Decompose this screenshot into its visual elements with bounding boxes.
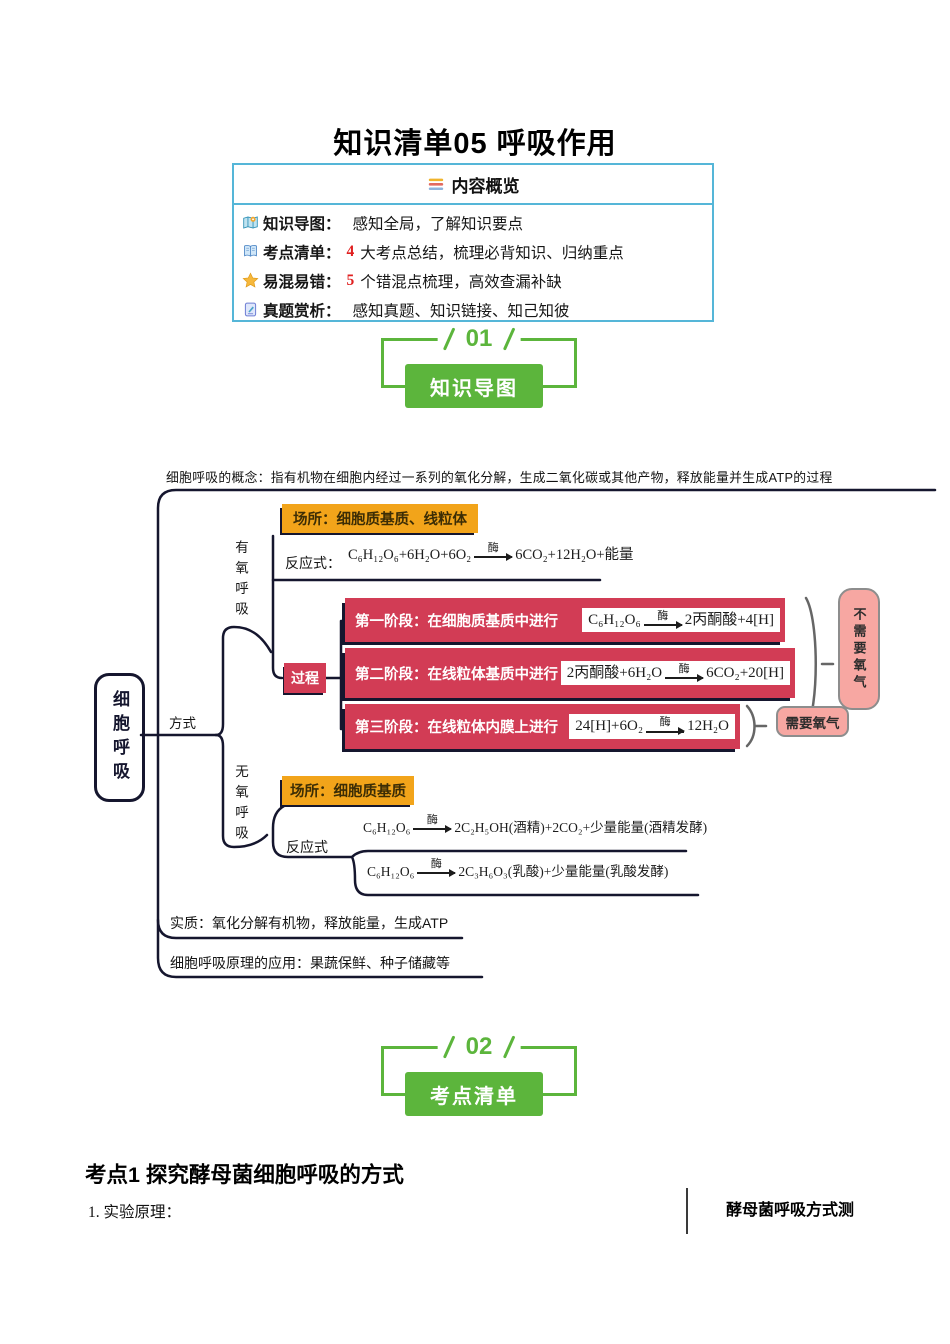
overview-row-label: 易混易错： xyxy=(263,273,341,291)
exam-points-button[interactable]: 考点清单 xyxy=(405,1072,543,1116)
aerobic-equation-label: 反应式： xyxy=(285,555,341,571)
book-icon xyxy=(244,244,257,257)
overview-row-label: 真题赏析： xyxy=(263,302,341,320)
enzyme-arrow: 酶 xyxy=(646,716,686,736)
branch-label-aerobic: 有氧呼吸 xyxy=(233,540,248,622)
slash-decoration xyxy=(442,1035,456,1059)
enzyme-arrow: 酶 xyxy=(643,610,683,629)
enzyme-arrow: 酶 xyxy=(665,663,705,682)
section-02-number: 02 xyxy=(465,1033,493,1060)
anaerobic-site-box: 场所：细胞质基质 xyxy=(282,776,414,805)
mindmap-connector-lines xyxy=(139,488,937,979)
branch-label-mode: 方式 xyxy=(169,716,196,731)
section-02-number-badge: 02 xyxy=(437,1033,521,1061)
enzyme-arrow: 酶 xyxy=(474,542,514,561)
stage-3-formula: 24[H]+6O₂ 酶 12H₂O xyxy=(569,714,735,739)
content-overview-rows: 知识导图： 感知全局，了解知识要点 考点清单： 4 大考点总结，梳理必背知识、归纳重点… xyxy=(234,205,712,324)
section-01-number-badge: 01 xyxy=(437,325,521,353)
slash-decoration xyxy=(502,327,516,351)
section-02: 02 考点清单 xyxy=(381,1033,577,1120)
overview-row-label: 考点清单： xyxy=(263,244,341,262)
aerobic-site-box: 场所：细胞质基质、线粒体 xyxy=(282,504,478,533)
overview-row: 知识导图： 感知全局，了解知识要点 xyxy=(242,208,702,237)
overview-row-desc: 大考点总结，梳理必背知识、归纳重点 xyxy=(360,244,624,262)
knowledge-map-button[interactable]: 知识导图 xyxy=(405,364,543,408)
section-01-number: 01 xyxy=(465,325,493,352)
list-icon xyxy=(428,178,443,190)
slash-decoration xyxy=(502,1035,516,1059)
branch-label-anaerobic: 无氧呼吸 xyxy=(233,764,248,846)
star-icon xyxy=(242,272,259,288)
process-label-box: 过程 xyxy=(284,663,326,693)
mindmap: 细胞呼吸的概念：指有机物在细胞内经过一系列的氧化分解，生成二氧化碳或其他产物，释… xyxy=(0,440,950,1015)
stage-2-box: 第二阶段：在线粒体基质中进行 2丙酮酸+6H₂O 酶 6CO₂+20[H] xyxy=(345,648,795,698)
stage-3-box: 第三阶段：在线粒体内膜上进行 24[H]+6O₂ 酶 12H₂O xyxy=(345,704,740,749)
overview-row-label: 知识导图： xyxy=(263,215,341,233)
exam-point-1-heading: 考点1 探究酵母菌细胞呼吸的方式 xyxy=(85,1163,404,1187)
essence-text: 实质：氧化分解有机物，释放能量，生成ATP xyxy=(170,915,449,931)
overview-row-desc: 感知真题、知识链接、知己知彼 xyxy=(352,302,570,320)
overview-row-desc: 感知全局，了解知识要点 xyxy=(352,215,524,233)
content-overview-header: 内容概览 xyxy=(234,165,712,205)
overview-row: 真题赏析： 感知真题、知识链接、知己知彼 xyxy=(242,295,702,324)
anaerobic-equation-lactic: C₆H₁₂O₆ 酶 2C₃H₆O₃(乳酸)+少量能量(乳酸发酵) xyxy=(367,858,669,879)
root-node-cell-respiration: 细胞呼吸 xyxy=(94,673,145,802)
overview-row-number: 4 xyxy=(346,242,355,260)
slash-decoration xyxy=(442,327,456,351)
overview-row: 考点清单： 4 大考点总结，梳理必背知识、归纳重点 xyxy=(242,237,702,266)
anaerobic-equation-label: 反应式 xyxy=(286,839,328,855)
content-overview-panel: 内容概览 知识导图： 感知全局，了解知识要点 考点清单： 4 大考点总结，梳理必背知识… xyxy=(232,163,714,322)
experiment-principle-label: 1. 实验原理： xyxy=(88,1204,182,1221)
anaerobic-equation-alcohol: C₆H₁₂O₆ 酶 2C₂H₅OH(酒精)+2CO₂+少量能量(酒精发酵) xyxy=(363,814,708,835)
stage-1-formula: C₆H₁₂O₆ 酶 2丙酮酸+4[H] xyxy=(582,607,780,633)
no-oxygen-note: 不需要氧气 xyxy=(838,588,880,710)
enzyme-arrow: 酶 xyxy=(417,858,457,877)
overview-row-desc: 个错混点梳理，高效查漏补缺 xyxy=(360,273,562,291)
overview-row-number: 5 xyxy=(346,271,355,289)
enzyme-arrow: 酶 xyxy=(413,814,453,833)
right-column-heading: 酵母菌呼吸方式测 xyxy=(726,1202,855,1219)
concept-text: 细胞呼吸的概念：指有机物在细胞内经过一系列的氧化分解，生成二氧化碳或其他产物，释… xyxy=(166,470,833,485)
section-01: 01 知识导图 xyxy=(381,325,577,412)
overview-row: 易混易错： 5 个错混点梳理，高效查漏补缺 xyxy=(242,266,702,295)
content-overview-title: 内容概览 xyxy=(451,176,520,196)
stage-1-box: 第一阶段：在细胞质基质中进行 C₆H₁₂O₆ 酶 2丙酮酸+4[H] xyxy=(345,598,785,642)
column-divider xyxy=(686,1188,688,1234)
aerobic-equation: C₆H₁₂O₆+6H₂O+6O₂ 酶 6CO₂+12H₂O+能量 xyxy=(348,542,634,563)
memo-icon xyxy=(244,302,257,317)
application-text: 细胞呼吸原理的应用：果蔬保鲜、种子储藏等 xyxy=(170,955,450,971)
stage-2-formula: 2丙酮酸+6H₂O 酶 6CO₂+20[H] xyxy=(560,660,790,686)
page-title: 知识清单05 呼吸作用 xyxy=(333,128,617,160)
needs-oxygen-note: 需要氧气 xyxy=(776,706,849,737)
map-icon xyxy=(243,216,258,229)
